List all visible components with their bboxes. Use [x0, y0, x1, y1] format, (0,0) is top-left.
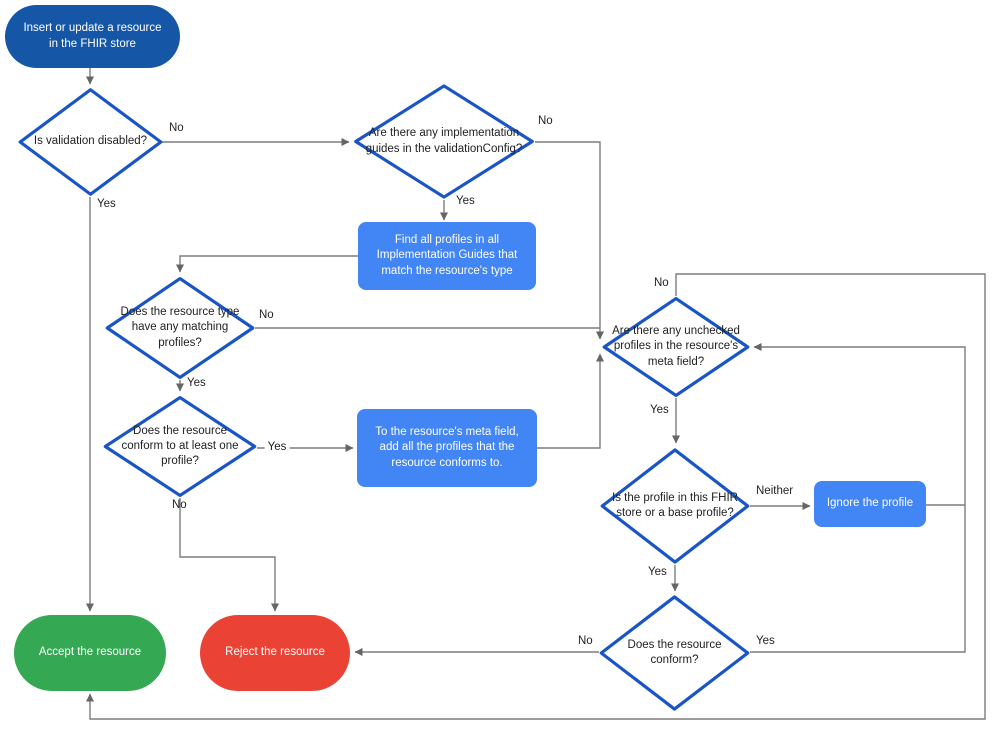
accept-resource-label: Accept the resource [38, 646, 142, 659]
start-node: Insert or update a resource in the FHIR … [5, 5, 180, 68]
edge-conform2-yes-loop [750, 505, 966, 653]
ignore-profile-node: Ignore the profile [814, 481, 926, 527]
diamond-shape-icon [105, 276, 255, 380]
edge-label-conform2-yes: Yes [756, 635, 775, 647]
decision-unchecked-profiles: Are there any unchecked profiles in the … [602, 296, 750, 398]
decision-validation-disabled-label: Is validation disabled? [33, 135, 148, 148]
diamond-shape-icon [602, 296, 750, 398]
decision-resource-conform-label: Does the resource conform? [627, 638, 722, 666]
edge-label-matching-yes: Yes [187, 377, 206, 389]
edge-label-validation-no: No [169, 122, 184, 134]
start-node-label: Insert or update a resource in the FHIR … [23, 22, 162, 50]
decision-resource-conform: Does the resource conform? [599, 594, 750, 712]
edge-label-conform-no: No [172, 499, 187, 511]
edge-label-conform2-no: No [578, 635, 593, 647]
decision-store-or-base-profile-label: Is the profile in this FHIR store or a b… [612, 491, 738, 519]
edge-label-unchecked-yes: Yes [650, 404, 669, 416]
decision-conform-one-profile-label: Does the resource conform to at least on… [121, 424, 239, 468]
decision-implementation-guides-label: Are there any implementation guides in t… [365, 127, 523, 155]
decision-matching-profiles: Does the resource type have any matching… [105, 276, 255, 380]
decision-conform-one-profile: Does the resource conform to at least on… [103, 395, 257, 498]
edge-label-conform-yes: Yes [264, 441, 290, 453]
edge-label-guides-yes: Yes [456, 195, 475, 207]
ignore-profile-label: Ignore the profile [826, 497, 914, 510]
edge-label-neither: Neither [756, 485, 794, 497]
diamond-shape-icon [18, 87, 163, 197]
edge-unchecked-no-to-accept [86, 273, 986, 720]
reject-resource-node: Reject the resource [200, 615, 350, 691]
reject-resource-label: Reject the resource [225, 646, 325, 659]
edge-add-to-unchecked [537, 353, 604, 449]
edge-label-validation-yes: Yes [97, 198, 116, 210]
edge-guides-no-to-unchecked [535, 141, 604, 340]
edge-label-guides-no: No [538, 115, 553, 127]
edge-ignore-loop-to-unchecked [753, 343, 966, 506]
add-profiles-label: To the resource's meta field, add all th… [375, 426, 519, 469]
edge-label-unchecked-no: No [654, 277, 669, 289]
add-profiles-node: To the resource's meta field, add all th… [357, 409, 537, 487]
decision-matching-profiles-label: Does the resource type have any matching… [120, 306, 240, 349]
diamond-shape-icon [599, 594, 750, 712]
decision-store-or-base-profile: Is the profile in this FHIR store or a b… [600, 447, 750, 565]
diamond-shape-icon [600, 447, 750, 565]
find-profiles-node: Find all profiles in all Implementation … [358, 222, 536, 290]
accept-resource-node: Accept the resource [14, 615, 166, 691]
decision-unchecked-profiles-label: Are there any unchecked profiles in the … [612, 325, 740, 368]
find-profiles-label: Find all profiles in all Implementation … [376, 234, 518, 277]
decision-implementation-guides: Are there any implementation guides in t… [353, 83, 535, 200]
edge-find-to-matching [176, 255, 358, 273]
decision-validation-disabled: Is validation disabled? [18, 87, 163, 197]
diamond-shape-icon [353, 83, 535, 200]
edge-label-matching-no: No [259, 309, 274, 321]
edge-conform-no-to-reject [179, 498, 279, 612]
edge-label-storebase-yes: Yes [648, 566, 667, 578]
diamond-shape-icon [103, 395, 257, 498]
